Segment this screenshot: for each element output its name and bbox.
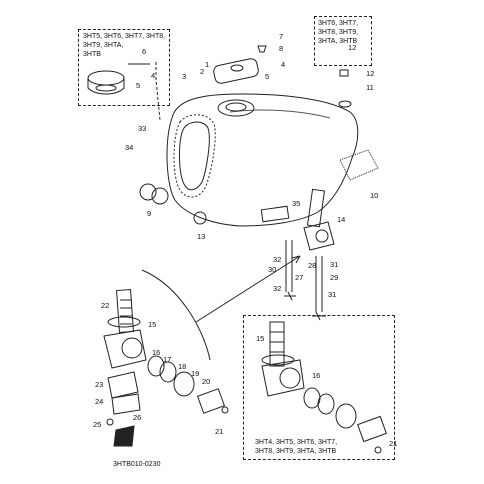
callout-34: 34 — [125, 143, 134, 152]
callout-28: 28 — [308, 261, 317, 270]
callout-6: 6 — [142, 47, 147, 56]
callout-12a: 12 — [348, 43, 357, 52]
callout-14: 14 — [337, 215, 346, 224]
callout-31a: 31 — [330, 260, 339, 269]
knee-rubber — [173, 114, 216, 198]
callout-8: 8 — [279, 44, 284, 53]
callout-13: 13 — [197, 232, 206, 241]
callout-16a: 16 — [152, 348, 161, 357]
callout-16b: 16 — [312, 371, 321, 380]
callout-32a: 32 — [273, 255, 282, 264]
note-top-left: 3HT5, 3HT6, 3HT7, 3HT8, 3HT9, 3HTA, 3HTB — [83, 33, 166, 58]
callout-17: 17 — [163, 355, 172, 364]
callout-24: 24 — [95, 397, 104, 406]
callout-7: 7 — [279, 32, 284, 41]
callout-32b: 32 — [273, 284, 282, 293]
callout-20: 20 — [202, 377, 211, 386]
callout-22: 22 — [101, 301, 110, 310]
rear-bracket — [339, 149, 379, 181]
callout-33: 33 — [138, 124, 147, 133]
callout-23: 23 — [95, 380, 104, 389]
callout-21b: 21 — [389, 439, 398, 448]
callout-15b: 15 — [256, 334, 265, 343]
callout-30: 30 — [268, 265, 277, 274]
callout-4b: 4 — [281, 60, 286, 69]
callout-29: 29 — [330, 273, 339, 282]
figure-code: 3HTB010-0230 — [113, 461, 161, 468]
callout-21a: 21 — [215, 427, 224, 436]
callout-10: 10 — [370, 191, 379, 200]
callout-25: 25 — [93, 420, 102, 429]
callout-35: 35 — [292, 199, 301, 208]
note-top-right: 3HT6, 3HT7, 3HT8, 3HT9, 3HTA, 3HTB — [318, 20, 359, 45]
callout-12b: 12 — [366, 69, 375, 78]
fuel-tank — [166, 93, 359, 227]
callout-9: 9 — [147, 209, 152, 218]
callout-27: 27 — [295, 273, 304, 282]
callout-2: 2 — [200, 67, 205, 76]
callout-5a: 5 — [136, 81, 141, 90]
callout-1: 1 — [205, 60, 210, 69]
callout-19: 19 — [191, 369, 200, 378]
note-bottom-right: 3HT4, 3HT5, 3HT6, 3HT7, 3HT8, 3HT9, 3HTA… — [255, 439, 338, 455]
callout-3: 3 — [182, 72, 187, 81]
inset-box-top-right — [314, 16, 372, 66]
inset-box-top-left — [78, 29, 170, 106]
callout-4a: 4 — [151, 71, 156, 80]
callout-11: 11 — [366, 83, 374, 92]
callout-26: 26 — [133, 413, 142, 422]
callout-5b: 5 — [265, 72, 270, 81]
callout-31b: 31 — [328, 290, 337, 299]
callout-15a: 15 — [148, 320, 157, 329]
callout-18: 18 — [178, 362, 187, 371]
inset-box-bottom-right — [243, 315, 395, 460]
